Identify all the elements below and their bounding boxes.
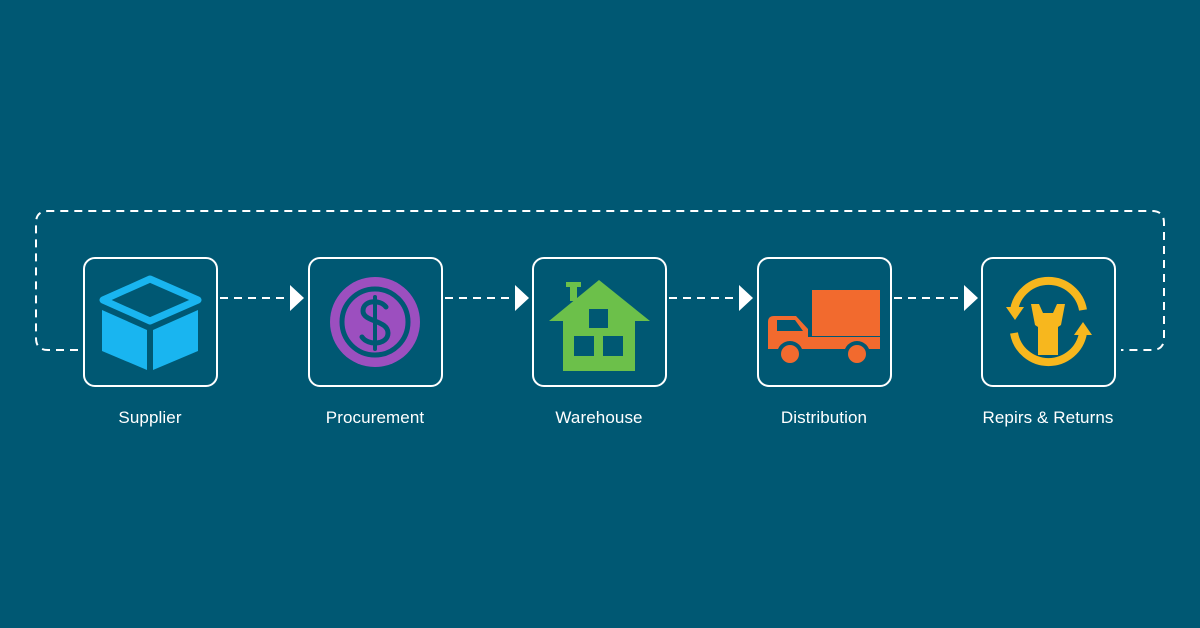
stage-label-supplier: Supplier bbox=[118, 408, 182, 427]
box-icon bbox=[99, 275, 202, 370]
connector-arrow bbox=[669, 285, 753, 311]
stage-label-warehouse: Warehouse bbox=[555, 408, 643, 427]
connector-arrow bbox=[445, 285, 529, 311]
stage-box-warehouse bbox=[532, 257, 667, 387]
wrench-cycle-icon bbox=[1006, 276, 1092, 367]
connector-arrow bbox=[894, 285, 978, 311]
return-loop-line bbox=[35, 210, 1165, 351]
stage-box-distribution bbox=[757, 257, 892, 387]
stage-box-repairs-returns bbox=[981, 257, 1116, 387]
stage-label-repairs-returns: Repirs & Returns bbox=[982, 408, 1114, 427]
truck-icon bbox=[768, 290, 880, 367]
stage-box-supplier bbox=[83, 257, 218, 387]
stage-label-procurement: Procurement bbox=[325, 408, 425, 427]
house-icon bbox=[549, 280, 650, 371]
connector-arrow bbox=[220, 285, 304, 311]
stage-box-procurement bbox=[308, 257, 443, 387]
stage-label-distribution: Distribution bbox=[780, 408, 868, 427]
dollar-coin-icon bbox=[330, 277, 420, 367]
